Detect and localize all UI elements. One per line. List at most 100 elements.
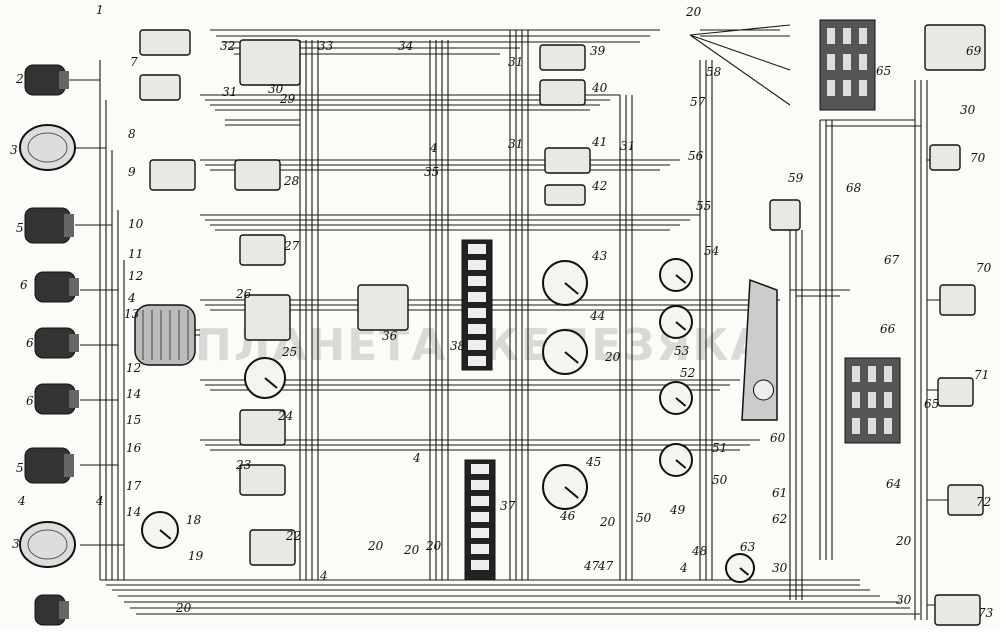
callout-label: 31 — [222, 85, 237, 99]
callout-label: 28 — [283, 174, 300, 188]
callout-label: 16 — [126, 441, 142, 455]
callout-label: 61 — [772, 486, 787, 500]
fog-lamp-5-body — [24, 207, 71, 244]
fuse-panel-38-fuse — [468, 356, 486, 366]
callout-label: 26 — [235, 287, 252, 301]
callout-label: 72 — [976, 495, 991, 509]
indicator-6b-socket — [69, 334, 79, 352]
relay-block-65a-pin — [843, 54, 851, 70]
callout-label: 68 — [846, 181, 862, 195]
callout-label: 67 — [884, 253, 900, 267]
relay-27-body — [239, 234, 286, 266]
fuse-panel-37 — [464, 459, 496, 581]
relay-7a-body — [139, 29, 191, 56]
lamp-40-body — [539, 79, 586, 106]
callout-label: 10 — [128, 217, 144, 231]
callout-label: 48 — [691, 544, 708, 558]
lamp-41-body — [544, 147, 591, 174]
callout-label: 40 — [591, 81, 608, 95]
lamp-69-body — [924, 24, 986, 71]
fog-lamp-5 — [24, 207, 74, 244]
callout-label: 7 — [130, 55, 138, 69]
gauge-44-needle — [564, 351, 579, 364]
relay-block-65b — [844, 357, 901, 444]
fuse-panel-38-fuse — [468, 244, 486, 254]
indicator-6b — [34, 327, 79, 359]
callout-label: 20 — [425, 539, 442, 553]
unit-18 — [141, 511, 179, 549]
callout-label: 22 — [285, 529, 301, 543]
fuse-panel-38-fuse — [468, 308, 486, 318]
callout-label: 71 — [974, 368, 989, 382]
fog-lamp-5b — [24, 447, 74, 484]
lamp-70b-body — [937, 377, 974, 407]
callout-label: 70 — [970, 151, 986, 165]
fog-lamp-5-socket — [64, 214, 74, 237]
callout-label: 1 — [96, 3, 104, 17]
callout-label: 73 — [978, 606, 994, 620]
indicator-6c — [34, 383, 79, 415]
gauge-43 — [542, 260, 588, 306]
relay-24 — [239, 409, 286, 446]
horn-25-needle — [264, 377, 278, 389]
lamp-71-body — [939, 284, 976, 316]
fuse-panel-38-fuse — [468, 292, 486, 302]
callout-label: 20 — [175, 601, 192, 615]
callout-label: 43 — [591, 249, 608, 263]
fog-lamp-5b-socket — [64, 454, 74, 477]
relay-block-65b-pin — [884, 418, 892, 434]
relay-24-body — [239, 409, 286, 446]
callout-label: 46 — [559, 509, 576, 523]
callout-label: 4 — [127, 291, 136, 305]
gauge-54-needle — [675, 274, 687, 284]
lamp-42 — [544, 184, 586, 206]
relay-7b-body — [139, 74, 181, 101]
callout-label: 49 — [669, 503, 686, 517]
callout-label: 25 — [281, 345, 297, 359]
relay-block-65a-pin — [827, 28, 835, 44]
relay-23-body — [239, 464, 286, 496]
callout-label: 3 — [10, 143, 18, 157]
fuse-panel-37-fuse — [471, 512, 489, 522]
callout-label: 2 — [15, 72, 24, 86]
headlamp-3-lens — [19, 124, 76, 171]
callout-label: 47 — [597, 559, 614, 573]
lamp-71 — [939, 284, 976, 316]
relay-7b — [139, 74, 181, 101]
callout-label: 20 — [604, 350, 621, 364]
generator-13 — [134, 304, 196, 366]
callout-label: 4 — [95, 494, 104, 508]
relay-22 — [249, 529, 296, 566]
fuse-panel-38 — [461, 239, 493, 371]
lamp-70a-body — [929, 144, 961, 171]
unit-59 — [769, 199, 801, 231]
fuse-panel-38-fuse — [468, 260, 486, 270]
relay-block-65a-pin — [859, 28, 867, 44]
gauge-45-needle — [564, 486, 579, 499]
unit-63 — [725, 553, 755, 583]
unit-59-body — [769, 199, 801, 231]
gauge-54 — [659, 258, 693, 292]
relay-23 — [239, 464, 286, 496]
headlamp-3b-lens — [19, 521, 76, 568]
unit-63-needle — [739, 567, 750, 576]
callout-label: 59 — [788, 171, 804, 185]
callout-label: 62 — [772, 512, 787, 526]
parking-lamp-2-socket — [59, 71, 69, 89]
headlamp-3b-ring — [27, 529, 68, 560]
relay-9 — [149, 159, 196, 191]
combo-switch-60-knob — [753, 379, 774, 401]
callout-label: 12 — [126, 361, 141, 375]
callout-label: 4 — [319, 569, 328, 583]
callout-label: 45 — [585, 455, 601, 469]
callout-label: 64 — [886, 477, 901, 491]
callout-label: 65 — [924, 397, 939, 411]
fuse-block-36 — [357, 284, 409, 331]
relay-7a — [139, 29, 191, 56]
regulator-26 — [244, 294, 291, 341]
callout-label: 34 — [398, 39, 413, 53]
callout-label: 14 — [126, 387, 141, 401]
callout-label: 30 — [268, 82, 284, 96]
